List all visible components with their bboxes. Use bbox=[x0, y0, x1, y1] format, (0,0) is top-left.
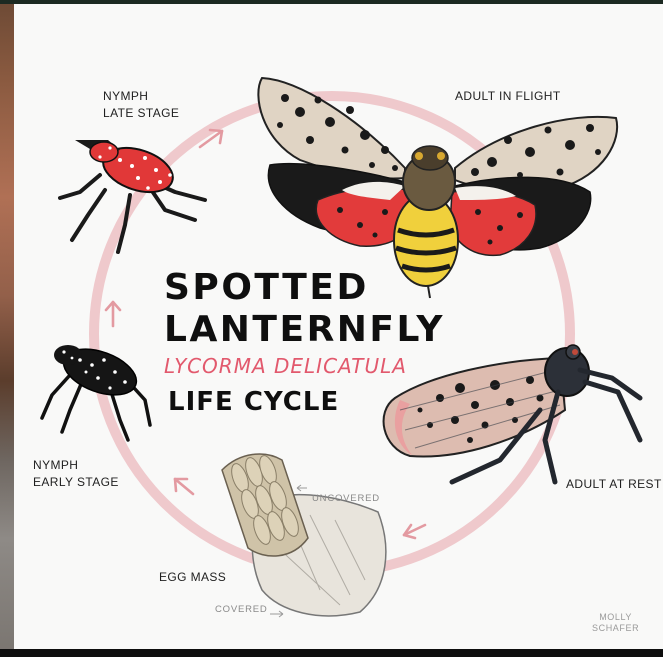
artist-signature: MOLLY SCHAFER bbox=[592, 612, 639, 634]
title-line-1: SPOTTED bbox=[164, 268, 369, 308]
label-adult-in-flight: ADULT IN FLIGHT bbox=[455, 88, 561, 105]
label-egg-covered: COVERED bbox=[215, 604, 268, 615]
label-nymph-late-stage: NYMPH LATE STAGE bbox=[103, 88, 179, 122]
cycle-arrow-icon bbox=[106, 302, 120, 326]
egg-mass-illustration bbox=[222, 454, 386, 616]
scientific-name: LYCORMA DELICATULA bbox=[164, 354, 407, 378]
label-nymph-early-stage: NYMPH EARLY STAGE bbox=[33, 457, 119, 491]
cycle-arrow-icon bbox=[175, 479, 193, 494]
cycle-arrow-icon bbox=[404, 525, 425, 538]
adult-at-rest-illustration bbox=[384, 345, 640, 482]
nymph-early-stage-illustration bbox=[42, 340, 150, 440]
label-adult-at-rest: ADULT AT REST bbox=[566, 476, 662, 493]
label-egg-uncovered: UNCOVERED bbox=[312, 493, 380, 504]
title-line-2: LANTERNFLY bbox=[164, 310, 445, 350]
label-egg-mass: EGG MASS bbox=[159, 569, 226, 586]
title-life-cycle: LIFE CYCLE bbox=[168, 387, 339, 417]
